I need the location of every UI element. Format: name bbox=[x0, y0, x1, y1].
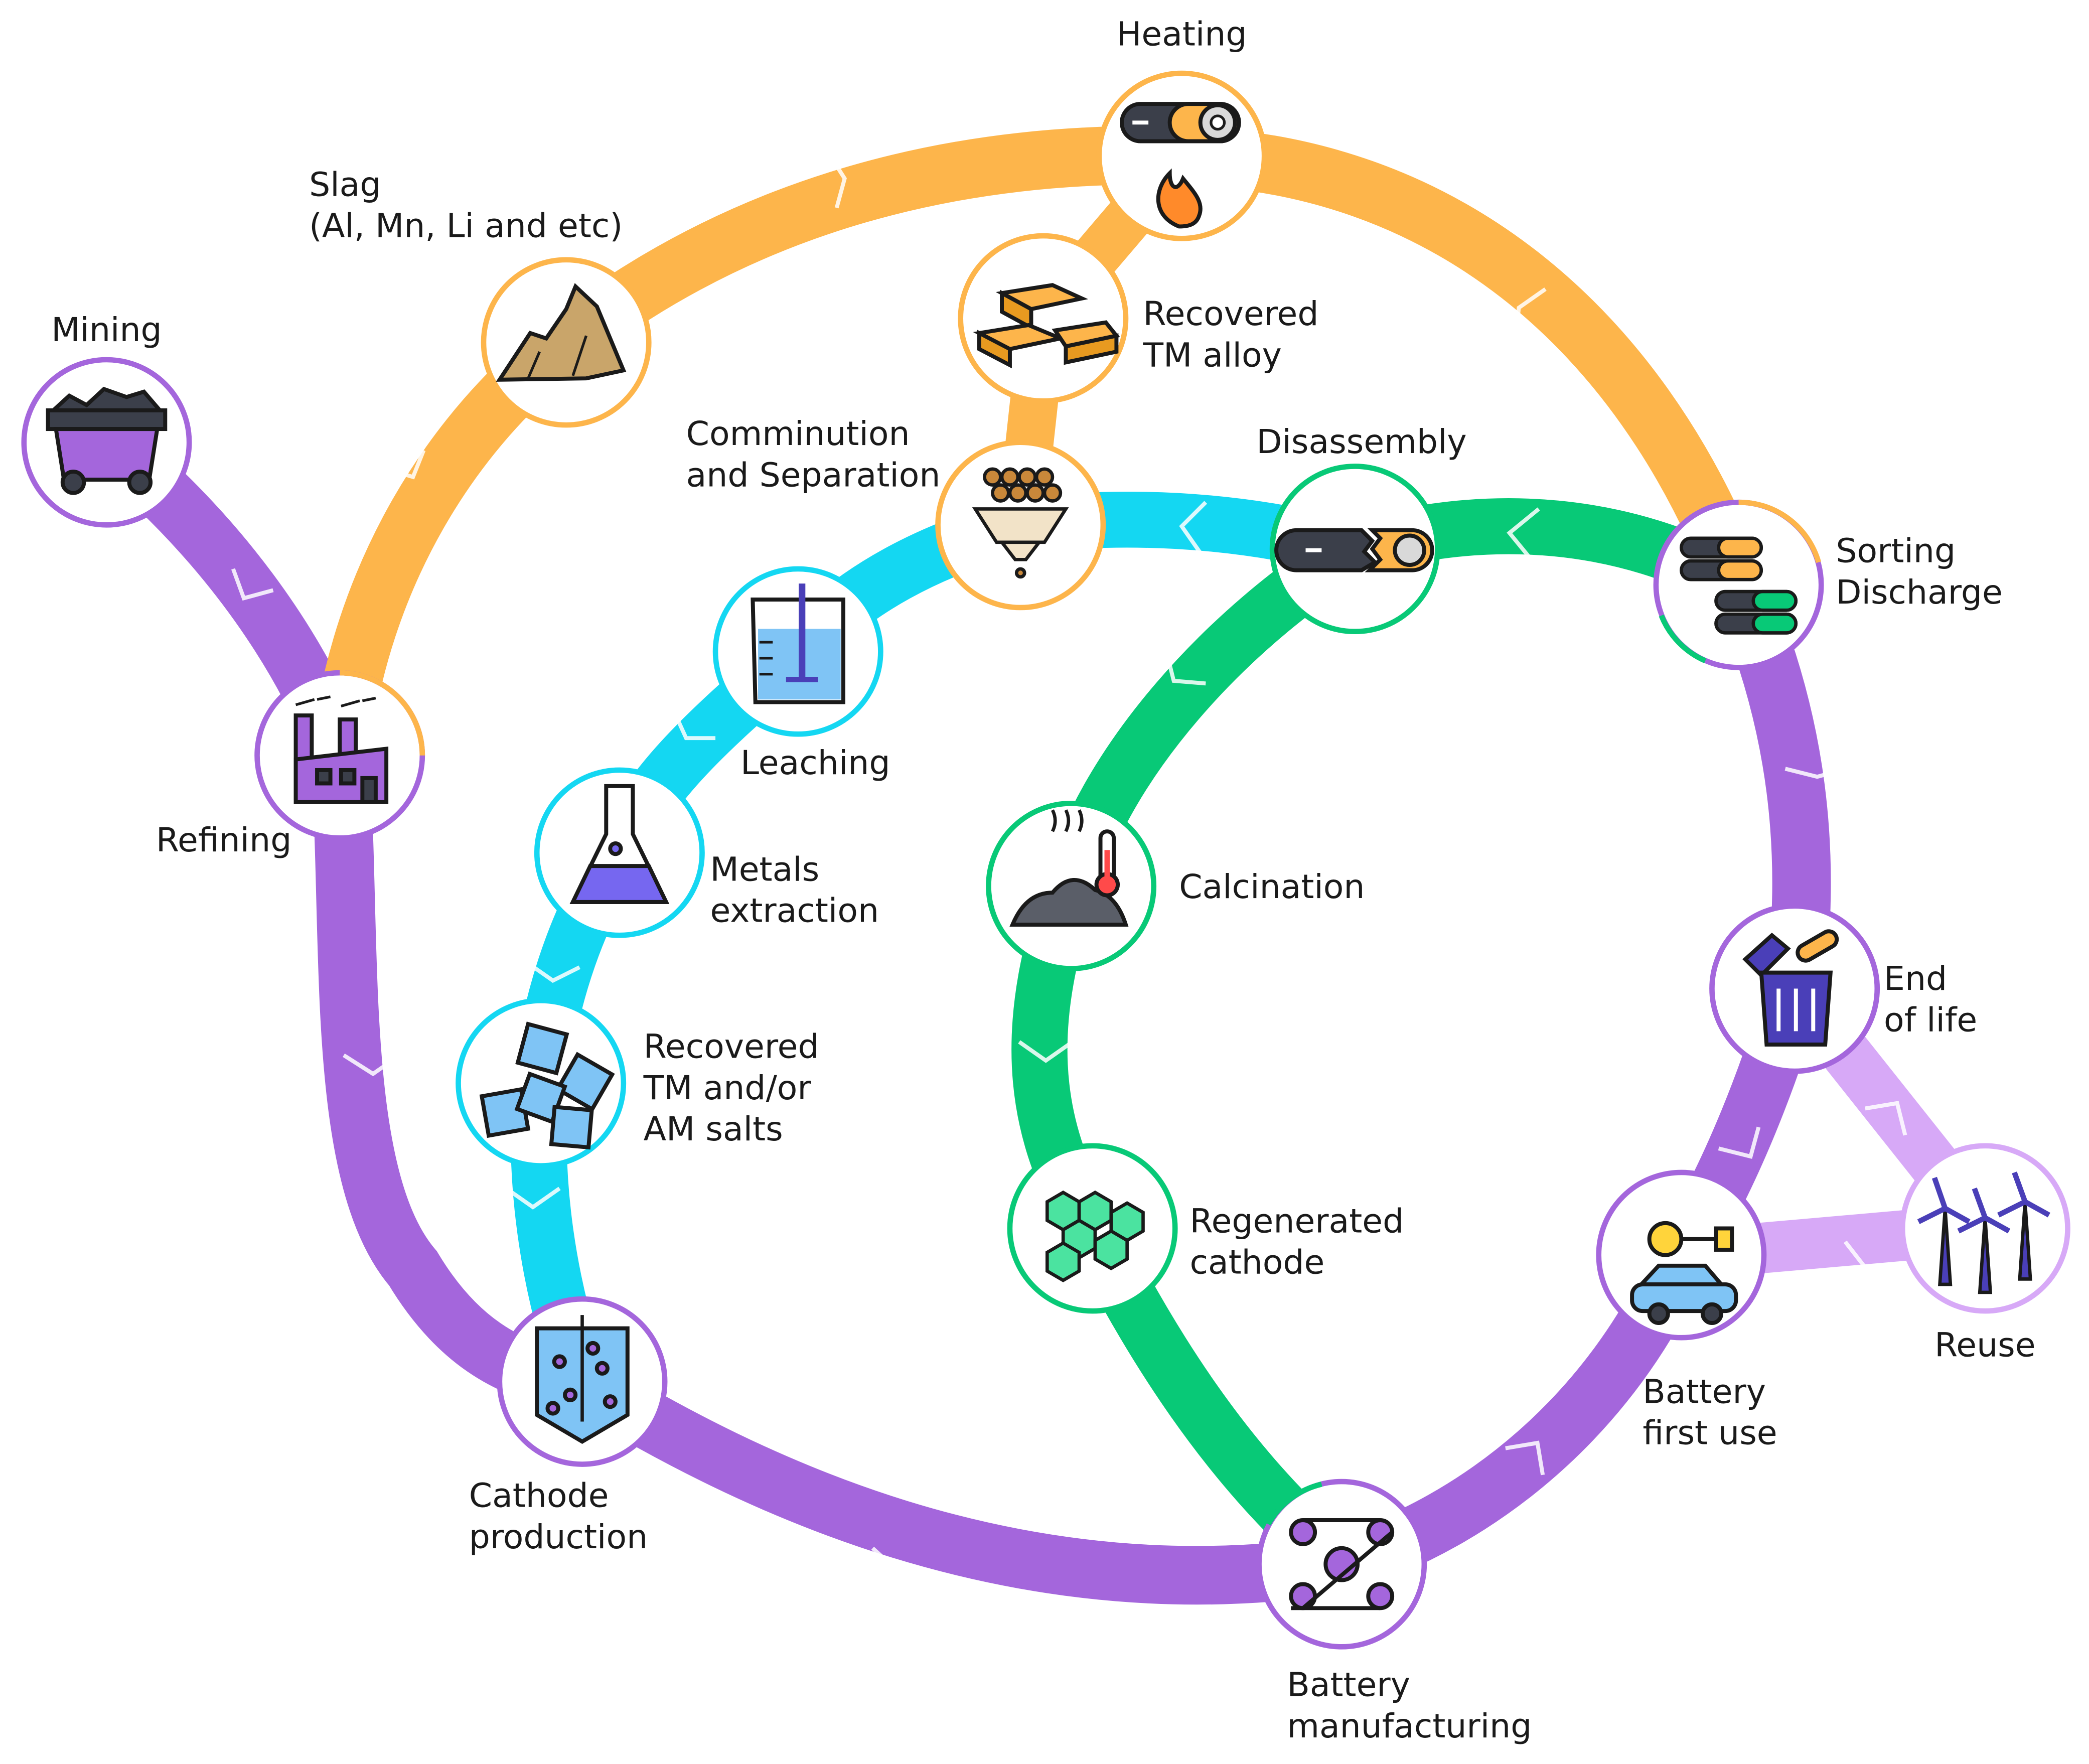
end-of-life-label: End of life bbox=[1884, 959, 1977, 1039]
roller-icon bbox=[1289, 1518, 1395, 1610]
hexagon-cluster-icon bbox=[1045, 1190, 1145, 1282]
disassembly-node bbox=[1269, 464, 1440, 635]
sieve-icon bbox=[972, 467, 1069, 579]
end-of-life-node bbox=[1709, 903, 1880, 1074]
mine-cart-icon bbox=[46, 386, 168, 495]
cathode-production-node bbox=[497, 1296, 668, 1467]
factory-icon bbox=[293, 695, 389, 804]
labels: Heating Slag (Al, Mn, Li and etc) Mining… bbox=[51, 14, 2035, 1745]
slag-node bbox=[481, 257, 652, 428]
leaching-label: Leaching bbox=[740, 743, 890, 782]
leaching-node bbox=[712, 566, 883, 737]
thermometer-powder-icon bbox=[1009, 809, 1129, 927]
direct-loop-band bbox=[1011, 498, 1752, 1586]
battery-flame-icon bbox=[1120, 102, 1241, 229]
battery-manufacturing-node bbox=[1256, 1479, 1427, 1650]
metals-extraction-label: Metals extraction bbox=[710, 849, 879, 930]
calcination-label: Calcination bbox=[1179, 867, 1365, 906]
regenerated-node bbox=[1007, 1143, 1178, 1314]
beaker-icon bbox=[751, 583, 845, 704]
slag-label: Slag (Al, Mn, Li and etc) bbox=[309, 165, 623, 245]
gold-bars-icon bbox=[973, 283, 1120, 369]
pyro-loop-band bbox=[311, 126, 1766, 759]
heating-node bbox=[1096, 70, 1267, 241]
reactor-icon bbox=[535, 1315, 630, 1444]
recovered-salts-node bbox=[456, 998, 627, 1168]
reuse-label: Reuse bbox=[1934, 1325, 2035, 1364]
metals-extraction-node bbox=[534, 767, 705, 938]
comminution-label: Comminution and Separation bbox=[686, 414, 941, 494]
sorting-node bbox=[1653, 499, 1824, 670]
crystals-icon bbox=[479, 1021, 615, 1150]
wind-turbines-icon bbox=[1917, 1171, 2050, 1294]
broken-battery-icon bbox=[1274, 528, 1434, 572]
recovered-alloy-label: Recovered TM alloy bbox=[1143, 294, 1329, 374]
mining-node bbox=[21, 357, 192, 528]
trash-bin-icon bbox=[1742, 929, 1839, 1047]
battery-manufacturing-label: Battery manufacturing bbox=[1287, 1665, 1532, 1745]
calcination-node bbox=[986, 801, 1157, 971]
recovered-alloy-node bbox=[958, 233, 1129, 404]
mining-label: Mining bbox=[51, 310, 162, 349]
first-use-node bbox=[1596, 1169, 1767, 1341]
slag-pile-icon bbox=[496, 283, 627, 382]
flow-chevrons bbox=[231, 148, 1907, 1607]
cathode-production-label: Cathode production bbox=[469, 1476, 648, 1556]
reuse-node bbox=[1899, 1143, 2070, 1314]
heating-label: Heating bbox=[1116, 14, 1247, 53]
electric-car-icon bbox=[1630, 1221, 1738, 1325]
disassembly-label: Disassembly bbox=[1256, 422, 1466, 461]
refining-node bbox=[254, 670, 425, 841]
sorting-label: Sorting Discharge bbox=[1836, 531, 2002, 612]
first-use-label: Battery first use bbox=[1643, 1372, 1777, 1452]
recovered-salts-label: Recovered TM and/or AM salts bbox=[643, 1027, 830, 1149]
battery-stack-icon bbox=[1680, 536, 1798, 635]
comminution-node bbox=[935, 439, 1106, 611]
refining-label: Refining bbox=[156, 820, 292, 859]
flask-icon bbox=[569, 784, 670, 904]
regenerated-label: Regenerated cathode bbox=[1189, 1201, 1414, 1281]
